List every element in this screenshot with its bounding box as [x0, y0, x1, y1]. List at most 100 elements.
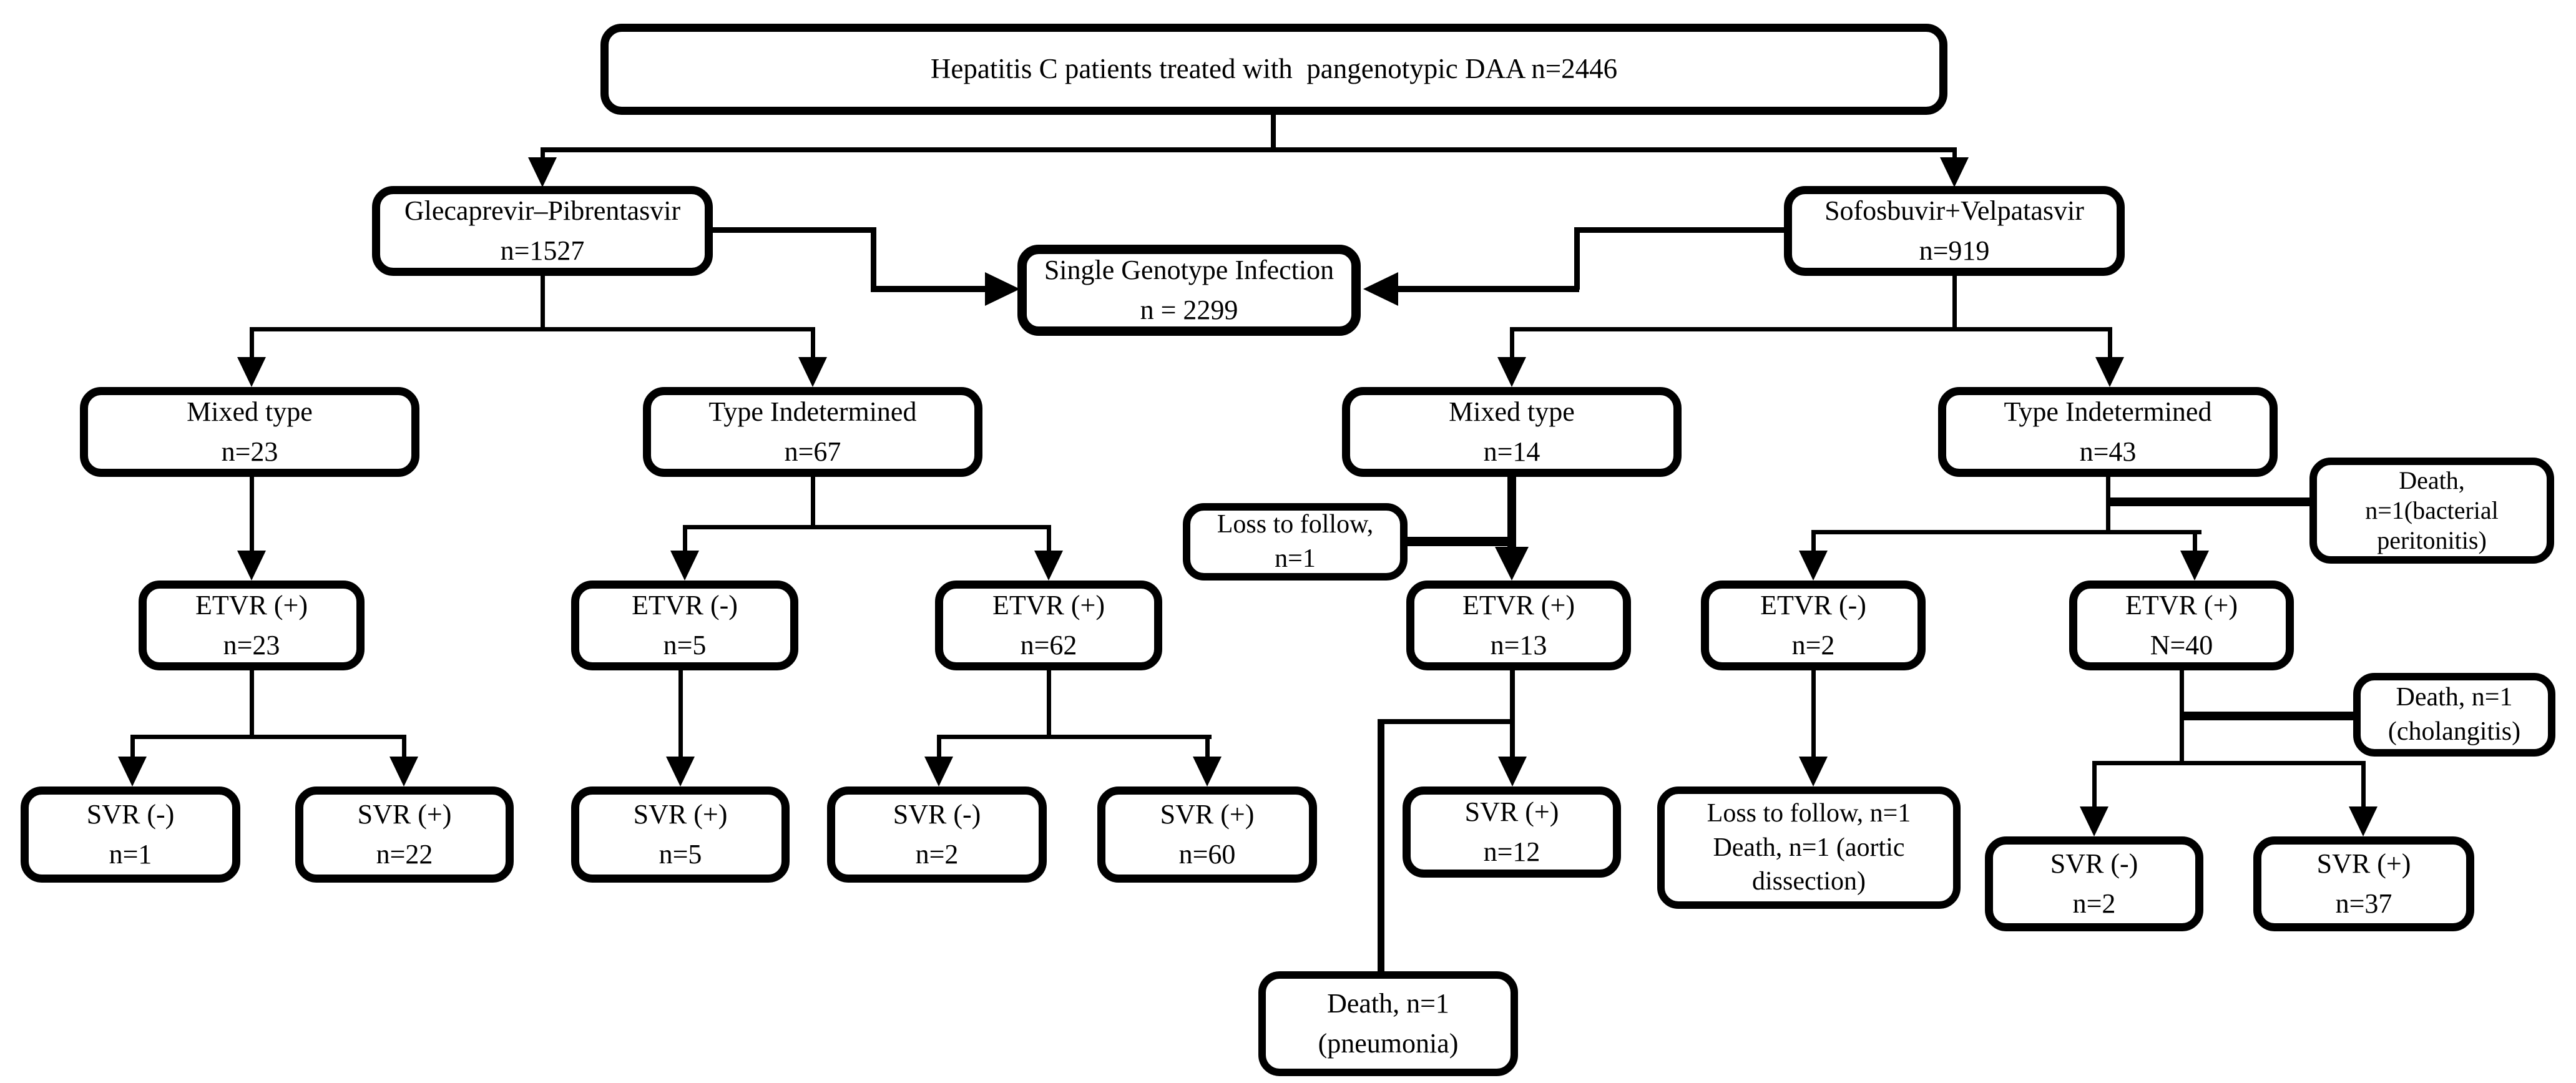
node-svr-neg-2-gp-line1: SVR (-): [893, 799, 981, 830]
node-etvr-neg-2-line1: ETVR (-): [1760, 590, 1866, 621]
node-svr-pos-5-line1: SVR (+): [633, 799, 728, 830]
node-svr-pos-12-line1: SVR (+): [1464, 796, 1559, 828]
arrow-to-svr-neg2-sv-icon: [2080, 806, 2108, 836]
node-death-pneumonia: Death, n=1 (pneumonia): [1258, 971, 1518, 1076]
connector-typeind43-rshaft: [2193, 530, 2197, 555]
arrow-to-svr-neg2-gp-icon: [924, 757, 953, 787]
node-root-label: Hepatitis C patients treated with pangen…: [930, 53, 1618, 85]
node-svr-neg-2-sv-line1: SVR (-): [2050, 848, 2138, 880]
node-svr-neg-1-line1: SVR (-): [86, 799, 175, 830]
arrow-to-etvr23-icon: [237, 551, 266, 581]
node-etvr-pos-40-line2: N=40: [2150, 630, 2213, 660]
connector-sofo-split: [1510, 327, 2112, 331]
node-etvr-pos-23: ETVR (+) n=23: [139, 581, 365, 670]
connector-root-drop: [1271, 112, 1276, 151]
connector-etvr40-rshaft: [2361, 761, 2366, 810]
node-type-indetermined-gp-line1: Type Indetermined: [708, 396, 917, 428]
node-mixed-type-gp-line1: Mixed type: [187, 396, 313, 428]
node-loss-death-aortic-line3: dissection): [1752, 867, 1866, 896]
node-mixed-type-sv-line1: Mixed type: [1449, 396, 1575, 428]
connector-etvr23-rshaft: [402, 735, 406, 761]
node-etvr-pos-13-line1: ETVR (+): [1462, 590, 1575, 621]
node-loss-to-follow: Loss to follow, n=1: [1183, 503, 1408, 581]
node-loss-death-aortic-line1: Loss to follow, n=1: [1707, 799, 1911, 828]
arrow-to-svr-pos12-icon: [1498, 757, 1527, 787]
connector-etvr62-rshaft: [1205, 735, 1210, 761]
connector-pneumonia-branch: [1378, 719, 1512, 724]
node-etvr-pos-13-line2: n=13: [1490, 630, 1547, 660]
connector-etvr2-drop: [1811, 669, 1816, 760]
node-svr-pos-12-line2: n=12: [1483, 836, 1540, 867]
node-etvr-neg-5-line1: ETVR (-): [632, 590, 738, 621]
connector-etvr40-lshaft: [2092, 761, 2097, 810]
connector-glec-single-v: [871, 227, 876, 290]
node-sofosbuvir-line2: n=919: [1919, 235, 1990, 266]
node-svr-pos-37-line2: n=37: [2335, 888, 2392, 919]
node-svr-pos-60-line2: n=60: [1178, 839, 1236, 870]
connector-etvr23-split: [130, 735, 406, 739]
node-death-cholangitis-line2: (cholangitis): [2387, 717, 2521, 746]
node-glecaprevir: Glecaprevir–Pibrentasvir n=1527: [372, 186, 713, 276]
node-death-peritonitis-line2: n=1(bacterial: [2365, 496, 2499, 524]
connector-glec-single-h2: [871, 286, 992, 292]
arrow-to-typeind43-icon: [2095, 357, 2124, 387]
node-etvr-neg-5-line2: n=5: [663, 630, 707, 660]
connector-root-right-shaft: [1952, 147, 1957, 164]
node-etvr-pos-62-line2: n=62: [1020, 630, 1077, 660]
node-svr-pos-60-line1: SVR (+): [1160, 799, 1255, 830]
node-svr-pos-12: SVR (+) n=12: [1403, 787, 1621, 878]
node-death-cholangitis-line1: Death, n=1: [2396, 683, 2513, 712]
connector-typeind43-split: [1811, 530, 2201, 534]
node-type-indetermined-sv-line1: Type Indetermined: [2004, 396, 2212, 428]
connector-glec-split: [250, 327, 815, 331]
node-single-genotype-line1: Single Genotype Infection: [1044, 255, 1335, 286]
connector-lossfollow-spur: [1403, 537, 1512, 546]
connector-mixed14-drop: [1507, 476, 1516, 552]
arrow-to-svr-pos37-icon: [2349, 806, 2378, 836]
node-svr-neg-2-sv: SVR (-) n=2: [1985, 836, 2203, 931]
arrow-to-svr-pos60-icon: [1193, 757, 1222, 787]
arrow-to-aortic-icon: [1799, 757, 1828, 787]
arrow-to-mixed23-icon: [237, 357, 266, 387]
node-loss-to-follow-line2: n=1: [1275, 544, 1316, 573]
node-single-genotype: Single Genotype Infection n = 2299: [1017, 245, 1361, 336]
connector-sofo-drop: [1952, 275, 1957, 331]
node-svr-pos-5: SVR (+) n=5: [571, 787, 790, 883]
node-sofosbuvir-line1: Sofosbuvir+Velpatasvir: [1824, 195, 2084, 227]
node-svr-pos-22-line2: n=22: [376, 839, 433, 870]
connector-etvr40-drop: [2180, 669, 2184, 765]
node-svr-pos-5-line2: n=5: [659, 839, 702, 870]
connector-etvr40-split: [2092, 761, 2366, 765]
node-death-peritonitis-line3: peritonitis): [2377, 526, 2487, 554]
connector-mixed23-drop: [250, 476, 254, 556]
connector-pneumonia-drop: [1378, 719, 1384, 976]
connector-etvr62-drop: [1047, 669, 1051, 739]
node-etvr-pos-23-line2: n=23: [223, 630, 280, 660]
node-etvr-pos-62: ETVR (+) n=62: [935, 581, 1162, 670]
arrow-to-etvr62-icon: [1034, 551, 1063, 581]
node-single-genotype-line2: n = 2299: [1140, 295, 1238, 325]
node-etvr-pos-40: ETVR (+) N=40: [2069, 581, 2294, 670]
node-glecaprevir-line1: Glecaprevir–Pibrentasvir: [404, 195, 681, 227]
connector-sofo-split-lshaft: [1510, 327, 1514, 360]
node-svr-neg-2-gp-line2: n=2: [915, 839, 959, 870]
node-svr-pos-37: SVR (+) n=37: [2253, 836, 2474, 931]
connector-etvr23-drop: [250, 669, 254, 739]
connector-sofo-single-h2: [1393, 286, 1579, 292]
connector-glec-split-lshaft: [250, 327, 254, 360]
connector-sofo-single-v: [1574, 227, 1580, 290]
connector-typeind67-split: [683, 525, 1051, 529]
node-mixed-type-gp-line2: n=23: [221, 436, 278, 467]
node-death-peritonitis-line1: Death,: [2399, 466, 2465, 494]
node-svr-pos-22-line1: SVR (+): [357, 799, 452, 830]
node-type-indetermined-gp-line2: n=67: [784, 436, 841, 467]
connector-glec-split-rshaft: [811, 327, 815, 360]
node-death-bacterial-peritonitis: Death, n=1(bacterial peritonitis): [2309, 458, 2554, 564]
node-etvr-neg-2-line2: n=2: [1791, 630, 1835, 660]
arrow-into-single-right-icon: [1363, 272, 1398, 306]
node-death-pneumonia-line2: (pneumonia): [1318, 1028, 1459, 1059]
connector-typeind67-lshaft: [683, 525, 687, 555]
node-glecaprevir-line2: n=1527: [500, 235, 585, 266]
connector-typeind67-drop: [811, 476, 815, 529]
